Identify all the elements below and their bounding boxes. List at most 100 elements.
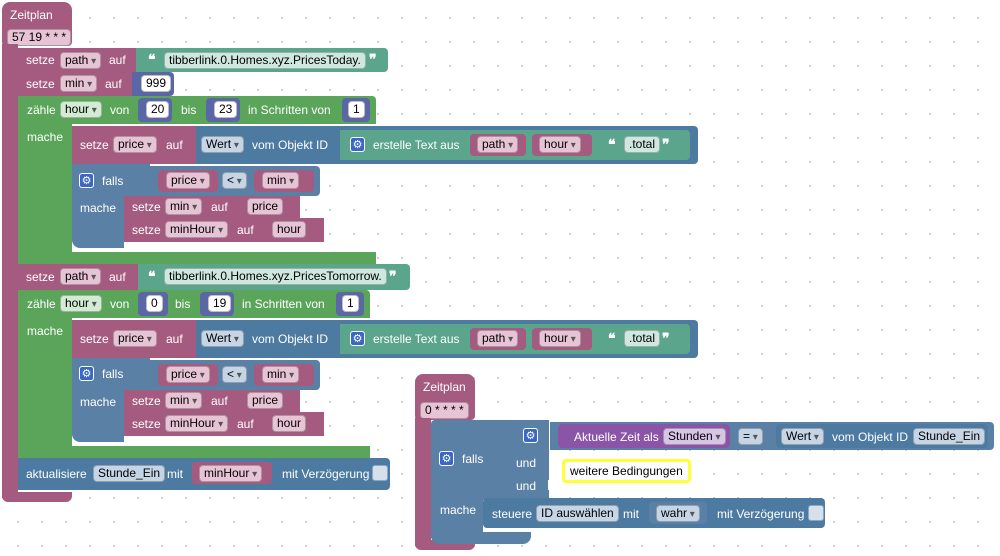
- var-path-dropdown[interactable]: path: [477, 330, 519, 347]
- quote-close-icon: ❞: [389, 268, 397, 284]
- setze-label: setze: [132, 200, 161, 214]
- quote-close-icon: ❞: [662, 136, 670, 152]
- var-min-dropdown[interactable]: min: [262, 366, 300, 383]
- loop-var-dropdown[interactable]: hour: [60, 101, 102, 118]
- var-min-dropdown[interactable]: min: [60, 75, 98, 92]
- var-hour-dropdown[interactable]: hour: [539, 136, 581, 153]
- object-id-field[interactable]: ID auswählen: [536, 505, 619, 522]
- bis-label: bis: [175, 297, 191, 311]
- event-title: Zeitplan: [423, 380, 466, 394]
- loop-footer: [18, 252, 376, 264]
- operator-dropdown[interactable]: =: [738, 428, 763, 445]
- step-number[interactable]: 1: [342, 295, 359, 312]
- empty-input-slot[interactable]: [548, 480, 554, 490]
- from-number[interactable]: 0: [146, 295, 163, 312]
- auf-label: auf: [237, 223, 254, 237]
- auf-label: auf: [109, 53, 126, 67]
- gear-icon[interactable]: ⚙: [350, 331, 365, 346]
- und-label: und: [516, 456, 537, 470]
- gear-icon[interactable]: ⚙: [439, 451, 454, 466]
- mit-label: mit: [167, 467, 183, 481]
- gear-icon[interactable]: ⚙: [350, 137, 365, 152]
- bis-label: bis: [181, 103, 197, 117]
- value-type-dropdown[interactable]: Wert: [201, 330, 244, 347]
- auf-label: auf: [211, 394, 228, 408]
- to-number[interactable]: 19: [208, 295, 232, 312]
- steuere-label: steuere: [492, 507, 533, 521]
- text-field[interactable]: tibberlink.0.Homes.xyz.PricesTomorrow.: [164, 268, 387, 285]
- delay-checkbox[interactable]: [372, 465, 388, 481]
- mache-label: mache: [27, 130, 64, 144]
- step-number[interactable]: 1: [348, 101, 365, 118]
- setze-label: setze: [132, 394, 161, 408]
- var-path-dropdown[interactable]: path: [60, 52, 102, 69]
- setze-label: setze: [26, 77, 55, 91]
- if-head: [124, 164, 150, 196]
- time-unit-dropdown[interactable]: Stunden: [663, 428, 726, 445]
- value-type-dropdown[interactable]: Wert: [781, 428, 824, 445]
- loop-rail: [18, 124, 72, 258]
- value-price-field[interactable]: price: [247, 198, 284, 215]
- var-path-dropdown[interactable]: path: [477, 136, 519, 153]
- zaehle-label: zähle: [27, 103, 56, 117]
- von-label: von: [110, 103, 130, 117]
- gear-icon[interactable]: ⚙: [79, 366, 94, 381]
- quote-open-icon: ❝: [148, 51, 156, 67]
- text-field[interactable]: tibberlink.0.Homes.xyz.PricesToday.: [164, 52, 366, 69]
- var-minhour-dropdown[interactable]: minHour: [165, 415, 229, 432]
- quote-open-icon: ❝: [608, 136, 616, 152]
- from-number[interactable]: 20: [146, 101, 170, 118]
- var-path-dropdown[interactable]: path: [60, 268, 102, 285]
- value-price-field[interactable]: price: [247, 392, 284, 409]
- to-number[interactable]: 23: [214, 101, 238, 118]
- comment-box[interactable]: weitere Bedingungen: [562, 459, 691, 483]
- quote-open-icon: ❝: [148, 268, 156, 284]
- object-id-label: vom Objekt ID: [832, 430, 909, 444]
- delay-label: mit Verzögerung: [717, 507, 805, 521]
- schedule-block-1[interactable]: Zeitplan 57 19 * * * setze path auf ❝ ti…: [0, 0, 698, 505]
- value-hour-field[interactable]: hour: [272, 221, 307, 238]
- var-price-dropdown[interactable]: price: [166, 172, 210, 189]
- event-body-rail: [415, 418, 431, 546]
- value-hour-field[interactable]: hour: [272, 415, 307, 432]
- auf-label: auf: [109, 270, 126, 284]
- delay-checkbox[interactable]: [808, 505, 824, 521]
- cron-field[interactable]: 57 19 * * *: [7, 29, 72, 46]
- if-footer: [431, 532, 531, 544]
- mache-label: mache: [80, 395, 117, 409]
- var-price-dropdown[interactable]: price: [166, 366, 210, 383]
- var-minhour-dropdown[interactable]: minHour: [165, 221, 229, 238]
- und-label: und: [516, 479, 537, 493]
- text-field[interactable]: .total: [624, 136, 661, 153]
- object-id-field[interactable]: Stunde_Ein: [913, 428, 986, 445]
- var-min-dropdown[interactable]: min: [165, 392, 203, 409]
- var-hour-dropdown[interactable]: hour: [539, 330, 581, 347]
- boolean-dropdown[interactable]: wahr: [656, 505, 700, 522]
- text-field[interactable]: .total: [624, 330, 661, 347]
- loop-var-dropdown[interactable]: hour: [60, 295, 102, 312]
- aktualisiere-label: aktualisiere: [26, 467, 87, 481]
- var-minhour-dropdown[interactable]: minHour: [199, 465, 263, 482]
- event-footer: [2, 492, 72, 502]
- mache-label: mache: [80, 201, 117, 215]
- mache-label: mache: [27, 324, 64, 338]
- var-price-dropdown[interactable]: price: [113, 136, 157, 153]
- object-id-field[interactable]: Stunde_Ein: [93, 465, 166, 482]
- number-field[interactable]: 999: [141, 75, 172, 92]
- delay-label: mit Verzögerung: [282, 467, 370, 481]
- if-rail: [431, 500, 483, 538]
- var-price-dropdown[interactable]: price: [113, 330, 157, 347]
- event-body-rail: [2, 44, 18, 498]
- operator-dropdown[interactable]: <: [222, 172, 247, 189]
- gear-icon[interactable]: ⚙: [523, 428, 538, 443]
- var-min-dropdown[interactable]: min: [165, 198, 203, 215]
- operator-dropdown[interactable]: <: [222, 366, 247, 383]
- falls-label: falls: [102, 367, 124, 381]
- var-min-dropdown[interactable]: min: [262, 172, 300, 189]
- cron-field[interactable]: 0 * * * *: [420, 402, 469, 419]
- value-type-dropdown[interactable]: Wert: [201, 136, 244, 153]
- gear-icon[interactable]: ⚙: [79, 173, 94, 188]
- setze-label: setze: [132, 417, 161, 431]
- falls-label: falls: [102, 174, 124, 188]
